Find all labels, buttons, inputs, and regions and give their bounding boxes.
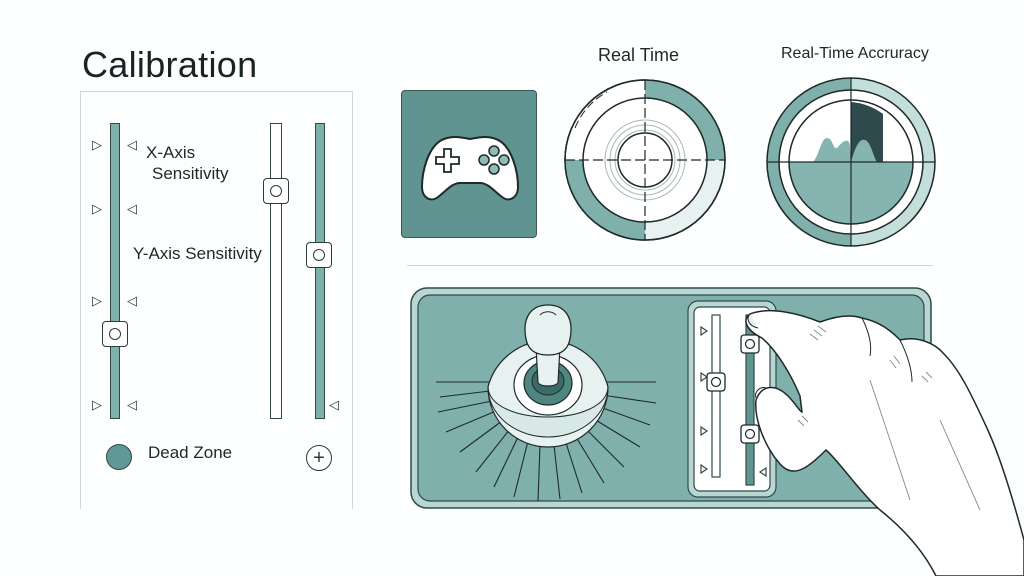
gamepad-icon [420, 136, 520, 201]
tick-marker-right-icon: ▷ [92, 201, 102, 216]
dead-zone-indicator[interactable] [106, 444, 132, 470]
tick-marker-right-icon: ▷ [92, 293, 102, 308]
tick-marker-left-icon: ◁ [329, 397, 339, 412]
x-axis-label-line2: Sensitivity [152, 164, 229, 183]
handle-circle-icon [270, 185, 282, 197]
gamepad-tile[interactable] [401, 90, 537, 238]
y-axis-label: Y-Axis Sensitivity [133, 244, 262, 263]
hand-icon [745, 309, 1024, 576]
dead-zone-label: Dead Zone [148, 443, 233, 462]
tick-marker-left-icon: ◁ [127, 201, 137, 216]
y-sensitivity-slider-handle[interactable] [306, 242, 332, 268]
page-title: Calibration [82, 44, 258, 85]
real-time-title: Real Time [598, 45, 680, 65]
x-sensitivity-slider-track[interactable] [270, 123, 282, 419]
calibration-panel [80, 91, 353, 509]
tick-marker-left-icon: ◁ [127, 293, 137, 308]
add-button[interactable]: + [306, 445, 332, 471]
x-axis-label: X-Axis [146, 143, 196, 162]
tick-marker-left-icon: ◁ [127, 397, 137, 412]
handle-circle-icon [313, 249, 325, 261]
sensitivity-slider-track[interactable] [110, 123, 120, 419]
sensitivity-slider-handle[interactable] [102, 321, 128, 347]
plus-icon: + [313, 447, 325, 469]
section-divider [407, 265, 933, 266]
accuracy-title: Real-Time Accruracy [781, 45, 929, 62]
y-sensitivity-slider-track[interactable] [315, 123, 325, 419]
tick-marker-right-icon: ▷ [92, 397, 102, 412]
real-time-gauge [564, 79, 726, 241]
x-sensitivity-slider-handle[interactable] [263, 178, 289, 204]
handle-circle-icon [109, 328, 121, 340]
accuracy-gauge [766, 77, 936, 247]
tick-marker-left-icon: ◁ [127, 137, 137, 152]
tick-marker-right-icon: ▷ [92, 137, 102, 152]
